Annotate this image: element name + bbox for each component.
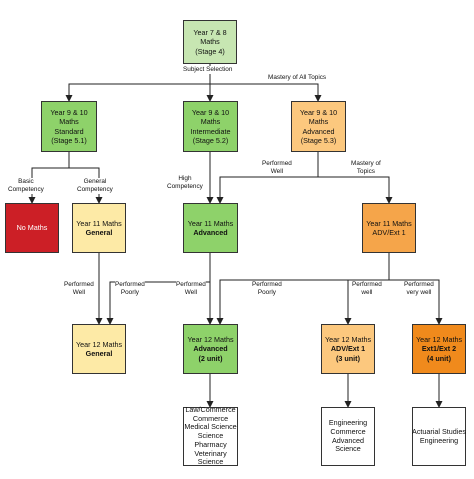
node-careers-advanced: Law/Commerce Commerce Medical Science Sc… bbox=[183, 404, 238, 467]
node-year-12-general: Year 12 Maths General bbox=[72, 324, 126, 374]
node-year-9-10-intermediate: Year 9 & 10 Maths Intermediate (Stage 5.… bbox=[183, 101, 238, 152]
node-year-7-8-maths: Year 7 & 8 Maths (Stage 4) bbox=[183, 20, 237, 64]
edge-label-performed-well-b: Performed Well bbox=[64, 281, 94, 297]
edge-label-high-competency: High Competency bbox=[167, 175, 203, 191]
node-year-11-adv-ext1: Year 11 Maths ADV/Ext 1 bbox=[362, 203, 416, 253]
edge-y11advext1-to-y12advanced bbox=[216, 279, 389, 325]
edge-advanced-to-y11advanced bbox=[216, 176, 318, 204]
node-year-12-adv-ext1: Year 12 Maths ADV/Ext 1 (3 unit) bbox=[321, 324, 375, 374]
node-year-12-ext1-ext2: Year 12 Maths Ext1/Ext 2 (4 unit) bbox=[412, 324, 466, 374]
edge-to-advanced bbox=[210, 83, 322, 102]
edge-label-performed-very-well: Performed very well bbox=[404, 281, 434, 297]
edge-to-standard bbox=[65, 83, 210, 102]
edge-label-performed-well-a: Performed Well bbox=[262, 160, 292, 176]
node-year-9-10-standard: Year 9 & 10 Maths Standard (Stage 5.1) bbox=[41, 101, 97, 152]
node-no-maths: No Maths bbox=[5, 203, 59, 253]
edge-y11advext1-to-y12ext2 bbox=[389, 279, 443, 325]
edge-label-subject-selection: Subject Selection bbox=[183, 66, 233, 74]
node-year-12-advanced: Year 12 Maths Advanced (2 unit) bbox=[183, 324, 238, 374]
node-year-11-advanced: Year 11 Maths Advanced bbox=[183, 203, 238, 253]
edge-label-basic-competency: Basic Competency bbox=[8, 178, 44, 194]
node-careers-adv-ext1: Engineering Commerce Advanced Science bbox=[321, 407, 375, 466]
node-careers-ext1-ext2: Actuarial Studies Engineering bbox=[412, 407, 466, 466]
edge-label-performed-well-c: Performed Well bbox=[176, 281, 206, 297]
node-year-11-general: Year 11 Maths General bbox=[72, 203, 126, 253]
edge-label-performed-well-d: Performed well bbox=[352, 281, 382, 297]
edge-label-general-competency: General Competency bbox=[77, 178, 113, 194]
edge-label-mastery-all-topics: Mastery of All Topics bbox=[268, 74, 327, 82]
edge-advanced-to-y11advext1 bbox=[318, 176, 393, 204]
node-year-9-10-advanced: Year 9 & 10 Maths Advanced (Stage 5.3) bbox=[291, 101, 346, 152]
edge-label-performed-poorly-a: Performed Poorly bbox=[115, 281, 145, 297]
edge-label-performed-poorly-b: Performed Poorly bbox=[252, 281, 282, 297]
edge-label-mastery-of-topics: Mastery of Topics bbox=[351, 160, 381, 176]
